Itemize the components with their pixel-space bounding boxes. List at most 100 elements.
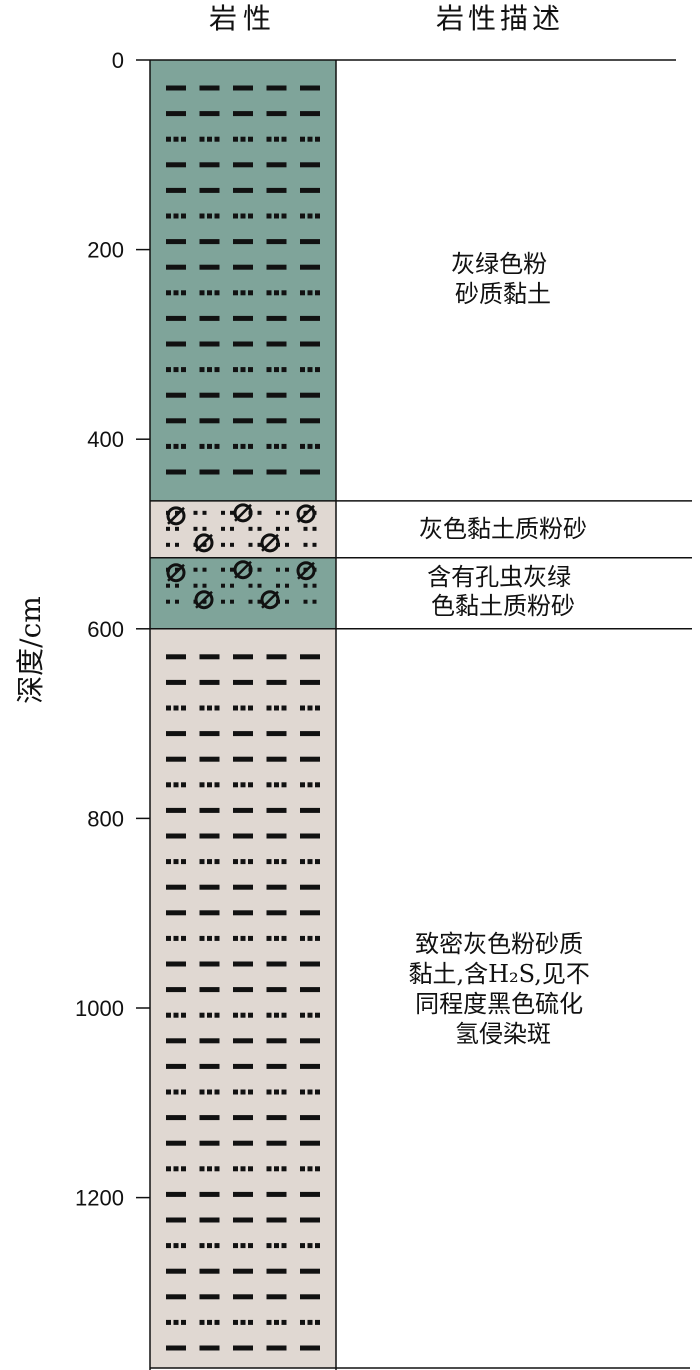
- silt-dot: [181, 213, 186, 219]
- silt-dot: [175, 583, 179, 588]
- silt-dot: [240, 136, 246, 142]
- clay-dash: [199, 1063, 220, 1069]
- silt-dot: [230, 567, 234, 572]
- silt-dot: [257, 542, 262, 547]
- depth-tick-label: 1200: [75, 1186, 124, 1211]
- silt-dot: [173, 443, 179, 449]
- clay-dash: [266, 807, 287, 813]
- silt-dot: [307, 1319, 313, 1325]
- clay-dash: [233, 341, 253, 347]
- clay-dash: [199, 987, 220, 993]
- silt-dot: [276, 567, 280, 572]
- clay-dash: [166, 341, 186, 347]
- clay-dash: [266, 162, 287, 168]
- silt-dot: [315, 1089, 320, 1095]
- silt-dot: [307, 213, 313, 219]
- silt-dot: [207, 1089, 212, 1095]
- silt-dot: [266, 1089, 272, 1095]
- silt-dot: [266, 290, 272, 296]
- silt-dot: [266, 1166, 272, 1172]
- silt-dot: [266, 136, 272, 142]
- silt-dot: [266, 859, 272, 865]
- silt-dot: [266, 782, 272, 788]
- silt-dot: [221, 526, 225, 531]
- clay-dash: [199, 239, 220, 245]
- silt-dot: [233, 859, 238, 865]
- silt-dot: [281, 1243, 287, 1249]
- silt-dot: [193, 510, 198, 515]
- clay-dash: [199, 1140, 220, 1146]
- layer-4-description: 致密灰色粉砂质 黏土,含H₂S,见不 同程度黑色硫化 氢侵染斑: [408, 930, 597, 1048]
- layer-4-desc-line: 黏土,含H₂S,见不: [408, 960, 589, 988]
- silt-dot: [207, 213, 212, 219]
- silt-dot: [221, 510, 225, 515]
- clay-dash: [166, 264, 186, 270]
- silt-dot: [166, 782, 171, 788]
- clay-dash: [199, 1294, 220, 1300]
- clay-dash: [199, 111, 220, 117]
- silt-dot: [166, 583, 170, 588]
- foraminifera-symbol: [296, 561, 316, 581]
- silt-dot: [199, 367, 205, 373]
- silt-dot: [274, 1319, 279, 1325]
- silt-dot: [300, 859, 305, 865]
- silt-dot: [175, 567, 179, 572]
- layer-2-description: 灰色黏土质粉砂: [419, 515, 587, 543]
- clay-dash: [300, 679, 320, 685]
- clay-dash: [266, 987, 287, 993]
- clay-dash: [199, 264, 220, 270]
- silt-dot: [312, 526, 317, 531]
- silt-dot: [300, 213, 305, 219]
- layer-patterns: [166, 85, 320, 1351]
- silt-dot: [181, 367, 186, 373]
- silt-dot: [315, 136, 320, 142]
- silt-dot: [248, 599, 253, 604]
- silt-dot: [240, 782, 246, 788]
- silt-dot: [240, 1012, 246, 1018]
- clay-dash: [266, 1140, 287, 1146]
- clay-dash: [233, 1115, 253, 1121]
- silt-dot: [315, 1243, 320, 1249]
- clay-dash: [266, 315, 287, 321]
- silt-dot: [181, 1243, 186, 1249]
- silt-dot: [166, 136, 171, 142]
- layer-3-description: 含有孔虫灰绿 色黏土质粉砂: [427, 563, 579, 620]
- silt-dot: [199, 935, 205, 941]
- silt-dot: [285, 542, 289, 547]
- silt-dot: [166, 526, 170, 531]
- silt-dot: [199, 1166, 205, 1172]
- silt-dot: [315, 1319, 320, 1325]
- clay-dash: [266, 341, 287, 347]
- clay-dash: [199, 315, 220, 321]
- silt-dot: [285, 526, 289, 531]
- silt-dot: [276, 526, 280, 531]
- silt-dot: [166, 1089, 171, 1095]
- silt-dot: [207, 367, 212, 373]
- clay-dash: [300, 756, 320, 762]
- silt-dot: [274, 1012, 279, 1018]
- foraminifera-slash: [195, 590, 213, 609]
- silt-dot: [240, 290, 246, 296]
- silt-dot: [300, 443, 305, 449]
- silt-dot: [199, 859, 205, 865]
- depth-tick-label: 1000: [75, 996, 124, 1021]
- clay-dash: [233, 239, 253, 245]
- silt-dot: [274, 136, 279, 142]
- clay-dash: [266, 833, 287, 839]
- clay-dash: [266, 111, 287, 117]
- silt-dot: [166, 935, 171, 941]
- silt-dot: [303, 542, 308, 547]
- clay-dash: [300, 264, 320, 270]
- silt-dot: [214, 1319, 220, 1325]
- clay-dash: [166, 731, 186, 737]
- clay-dash: [300, 162, 320, 168]
- clay-dash: [300, 1063, 320, 1069]
- silt-dot: [315, 213, 320, 219]
- silt-dot: [173, 367, 179, 373]
- silt-dot: [248, 782, 253, 788]
- silt-dot: [233, 1166, 238, 1172]
- foraminifera-slash: [234, 503, 252, 522]
- clay-dash: [233, 807, 253, 813]
